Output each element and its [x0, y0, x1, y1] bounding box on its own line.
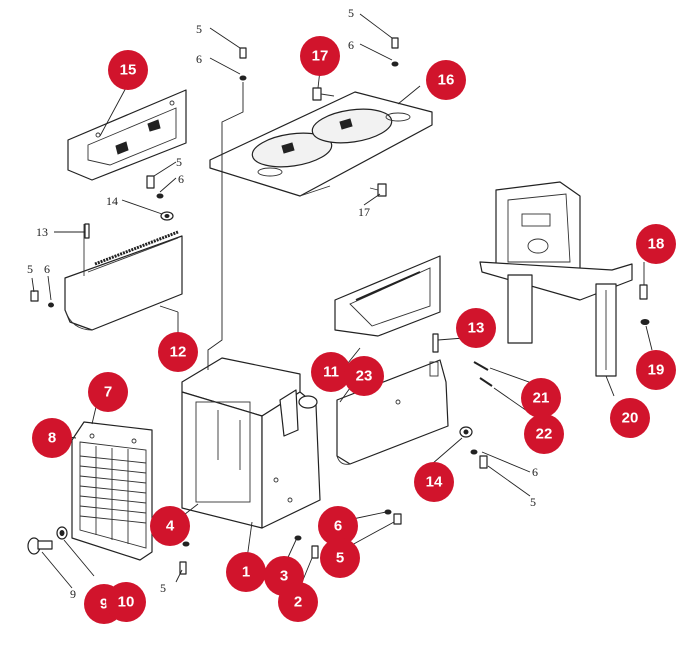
svg-text:19: 19 [648, 362, 665, 379]
label-small-5-panel-15: 5 [176, 155, 182, 169]
callout-17: 17 [300, 36, 340, 76]
label-small-6-top-right: 6 [348, 38, 354, 52]
part-14-washer-right [459, 426, 473, 438]
part-21-pin [473, 361, 489, 371]
label-small-5-bottom-left: 5 [160, 581, 166, 595]
svg-text:9: 9 [100, 596, 108, 613]
part-13-pin-left [84, 223, 90, 239]
label-small-9: 9 [70, 587, 76, 601]
fastener-lower-right-bolt [384, 509, 402, 525]
callout-16: 16 [426, 60, 466, 100]
part-7-grille [71, 421, 153, 561]
callout-7: 7 [88, 372, 128, 412]
label-small-6-panel-15: 6 [178, 172, 184, 186]
label-small-5-right: 5 [530, 495, 536, 509]
svg-text:1: 1 [242, 564, 250, 581]
svg-text:5: 5 [336, 550, 344, 567]
callout-6: 6 [318, 506, 358, 546]
callout-15: 15 [108, 50, 148, 90]
callout-1: 1 [226, 552, 266, 592]
svg-text:22: 22 [536, 426, 553, 443]
part-22-pin [479, 377, 493, 387]
part-2-bolt [311, 545, 319, 559]
label-small-5-top-left: 5 [196, 22, 202, 36]
part-14-washer-left [160, 211, 174, 221]
svg-text:2: 2 [294, 594, 302, 611]
svg-text:4: 4 [166, 518, 175, 535]
fastener-bottom-left-bolt [179, 541, 190, 575]
part-16-top-plate [209, 91, 433, 197]
fastener-panel-15-bolt [146, 175, 164, 199]
svg-text:8: 8 [48, 430, 56, 447]
part-15-cover-plate [67, 89, 187, 181]
callout-13-right: 13 [456, 308, 496, 348]
callout-4: 4 [150, 506, 190, 546]
fastener-left-panel-bolt [30, 290, 54, 308]
part-9-bolt [27, 537, 53, 555]
part-3-nut [294, 535, 302, 541]
svg-text:13: 13 [468, 320, 485, 337]
svg-text:16: 16 [438, 72, 455, 89]
svg-text:17: 17 [312, 48, 329, 65]
part-10-washer [56, 526, 68, 540]
svg-text:12: 12 [170, 344, 187, 361]
callout-19: 19 [636, 350, 676, 390]
label-small-6-top-left: 6 [196, 52, 202, 66]
label-small-17-bottom: 17 [358, 205, 370, 219]
part-19-washer [640, 319, 650, 325]
svg-text:15: 15 [120, 62, 137, 79]
label-small-5-left: 5 [27, 262, 33, 276]
svg-text:10: 10 [118, 594, 135, 611]
part-17-bolt-bottom [369, 183, 387, 197]
svg-text:11: 11 [323, 364, 339, 381]
callout-12: 12 [158, 332, 198, 372]
part-18-bolt [639, 284, 648, 300]
label-small-14-left: 14 [106, 194, 118, 208]
label-small-6-left: 6 [44, 262, 50, 276]
part-11-right-panel [336, 359, 449, 465]
part-23-right-upper-panel [334, 255, 441, 337]
svg-text:7: 7 [104, 384, 112, 401]
fastener-top-left-bolt [239, 47, 247, 81]
callout-5: 5 [320, 538, 360, 578]
grille-slats [79, 446, 147, 544]
small-reference-labels: 5 6 5 6 17 5 6 14 13 5 6 9 5 6 5 [27, 6, 538, 601]
part-13-pin-right [432, 333, 439, 353]
callout-23: 23 [344, 356, 384, 396]
callout-8: 8 [32, 418, 72, 458]
part-12-left-panel [64, 224, 183, 331]
callout-18: 18 [636, 224, 676, 264]
label-small-13-left: 13 [36, 225, 48, 239]
callout-21: 21 [521, 378, 561, 418]
callout-14-right: 14 [414, 462, 454, 502]
label-small-5-top-right: 5 [348, 6, 354, 20]
fastener-top-right-bolt [391, 37, 399, 67]
part-1-main-frame [181, 357, 321, 529]
svg-text:14: 14 [426, 474, 443, 491]
svg-text:21: 21 [533, 390, 550, 407]
callout-2: 2 [278, 582, 318, 622]
fastener-right-panel-bolt [470, 449, 488, 469]
svg-text:6: 6 [334, 518, 342, 535]
callout-20: 20 [610, 398, 650, 438]
callout-10: 10 [106, 582, 146, 622]
part-20-bracket-stand [479, 181, 633, 377]
callout-22: 22 [524, 414, 564, 454]
svg-text:20: 20 [622, 410, 639, 427]
callout-11: 11 [311, 352, 351, 392]
svg-text:23: 23 [356, 368, 373, 385]
label-small-6-right: 6 [532, 465, 538, 479]
part-17-bolt-top [312, 87, 335, 101]
svg-text:18: 18 [648, 236, 665, 253]
svg-text:3: 3 [280, 568, 288, 585]
